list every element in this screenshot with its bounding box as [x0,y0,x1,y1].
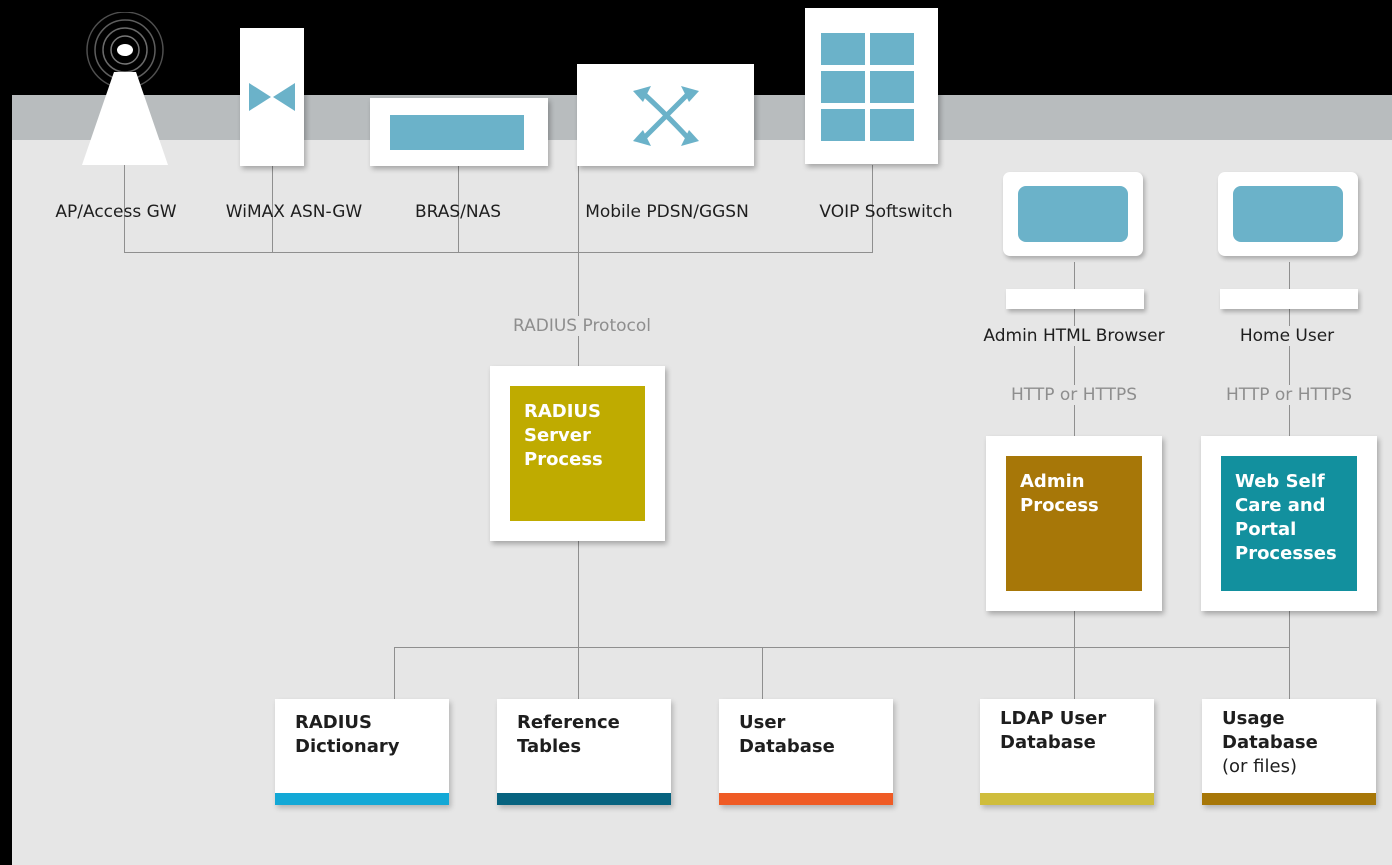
bras-icon [370,98,548,166]
database-title: Database [739,736,835,757]
database-color-bar [497,793,671,805]
process-title: RADIUS [524,401,602,422]
process-title: Portal [1235,519,1297,540]
database-title: User [739,712,786,733]
process-title: Web Self [1235,471,1325,492]
database-color-bar [1202,793,1376,805]
radius-protocol-label: RADIUS Protocol [509,316,655,336]
database-card: RADIUS Dictionary [275,699,449,805]
web-portal-card: Web Self Care and Portal Processes [1201,436,1377,611]
database-title: Tables [517,736,582,757]
admin-process-card: Admin Process [986,436,1162,611]
database-title: LDAP User [1000,708,1107,729]
database-title: Reference [517,712,620,733]
database-color-bar [275,793,449,805]
diagram-panel [12,140,1392,865]
router-icon [577,64,754,166]
admin-process: Admin Process [1006,456,1142,591]
process-title: Server [524,425,591,446]
database-title: RADIUS [295,712,373,733]
client-label-admin: Admin HTML Browser [981,326,1167,346]
device-label: WiMAX ASN-GW [225,202,363,222]
database-color-bar [980,793,1154,805]
http-label-admin: HTTP or HTTPS [1008,385,1140,405]
radius-server-card: RADIUS Server Process [490,366,665,541]
process-title: Process [1020,495,1099,516]
web-portal-process: Web Self Care and Portal Processes [1221,456,1357,591]
process-title: Admin [1020,471,1085,492]
process-title: Process [524,449,603,470]
database-color-bar [719,793,893,805]
database-title: Usage [1222,708,1285,729]
device-label: AP/Access GW [55,202,177,222]
softswitch-icon [805,8,938,164]
http-label-home: HTTP or HTTPS [1223,385,1355,405]
device-label: VOIP Softswitch [819,202,953,222]
device-label: Mobile PDSN/GGSN [585,202,749,222]
database-title: Database [1222,732,1318,753]
client-label-home: Home User [1237,326,1337,346]
wimax-gateway-icon [240,28,304,166]
process-title: Care and [1235,495,1326,516]
access-point-icon [80,11,172,166]
device-label: BRAS/NAS [414,202,502,222]
database-subtitle: (or files) [1222,756,1297,777]
process-title: Processes [1235,543,1337,564]
database-title: Database [1000,732,1096,753]
database-title: Dictionary [295,736,400,757]
radius-server-process: RADIUS Server Process [510,386,645,521]
